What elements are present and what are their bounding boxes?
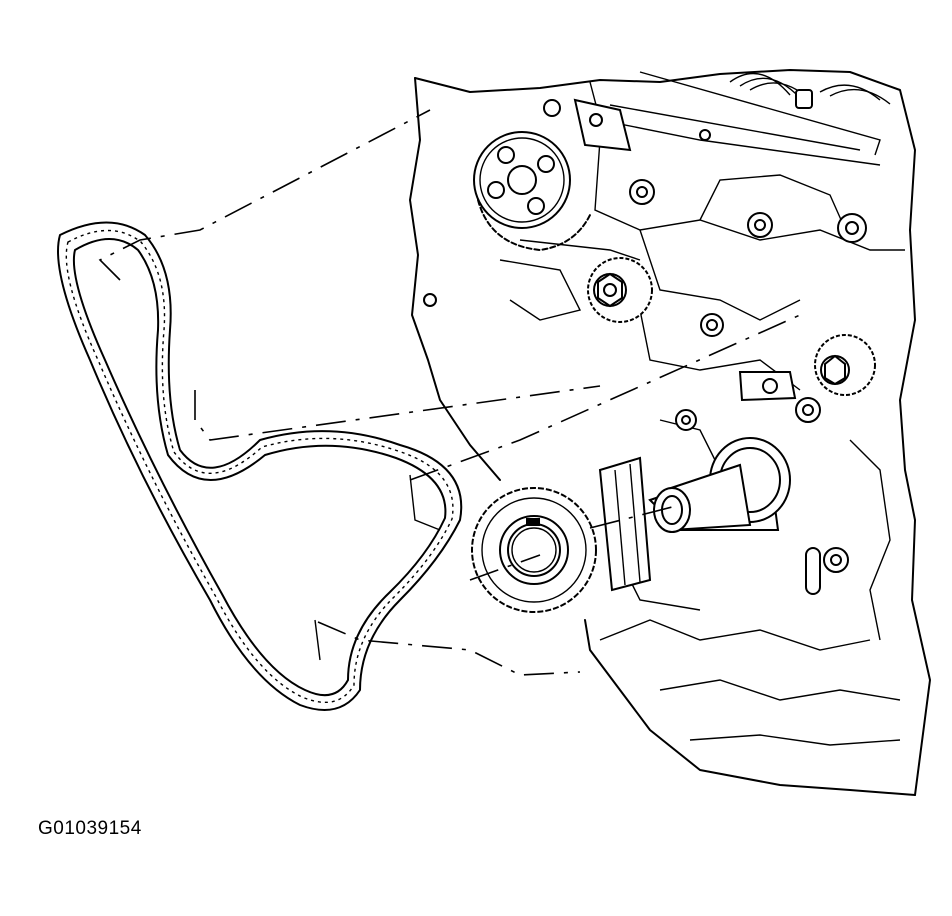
figure-caption: G01039154 [38, 818, 142, 839]
engine-block [409, 69, 931, 796]
leader-lines [98, 109, 801, 676]
timing-chain [57, 221, 463, 711]
crankshaft-shaft [598, 437, 791, 592]
crankshaft-sprocket [471, 487, 597, 613]
idler-sprocket-upper [587, 257, 653, 323]
tensioner-sprocket [738, 334, 876, 402]
camshaft-sprocket [473, 131, 591, 251]
